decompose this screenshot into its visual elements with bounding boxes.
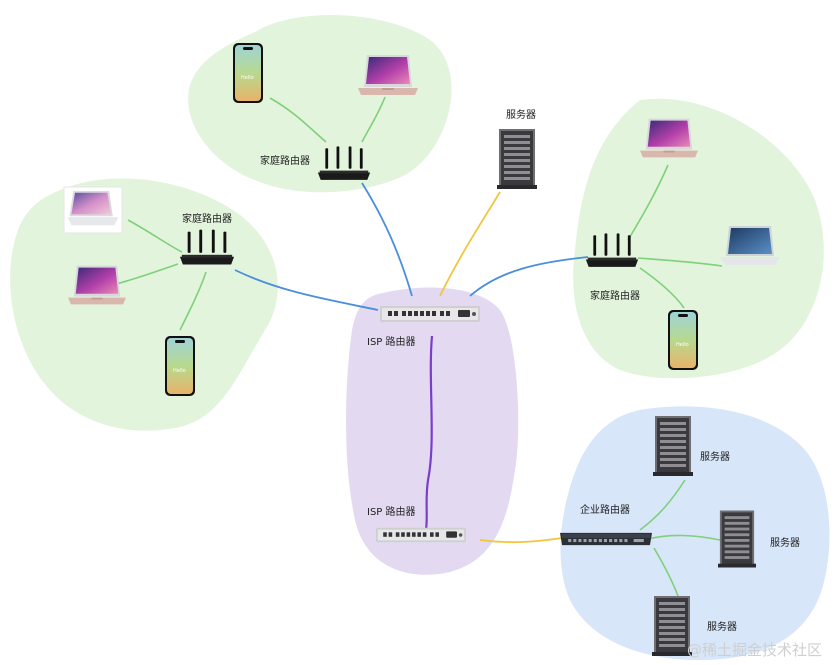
link-left-home-to-isp [234,269,379,311]
laptop-icon [640,118,698,158]
server-icon [497,129,537,189]
laptop-icon [720,226,780,265]
enterprise-zone [560,406,830,660]
link-isp-to-isp [424,335,434,531]
phone-icon [165,336,195,396]
server-icon [653,416,693,476]
server-icon [718,510,756,568]
home-router-label-top: 家庭路由器 [260,156,310,167]
server-label-enterprise-top: 服务器 [700,452,730,463]
laptop-icon [68,265,126,305]
home-router-label-right: 家庭路由器 [590,291,640,302]
link-top-home-to-isp [361,182,413,297]
watermark-text: @稀土掘金技术社区 [686,641,822,659]
server-label-enterprise-right: 服务器 [770,538,800,549]
server-label-enterprise-bottom: 服务器 [707,622,737,633]
enterprise-router-icon [560,532,652,546]
home-network-zone-right [573,98,824,379]
server-label-top: 服务器 [506,110,536,121]
isp-router-label-bottom: ISP 路由器 [367,507,416,518]
isp-router-icon [380,306,480,322]
phone-icon [668,310,698,370]
link-right-home-to-isp [469,256,589,297]
isp-router-label-top: ISP 路由器 [367,337,416,348]
enterprise-router-label: 企业路由器 [580,505,630,516]
link-isp-to-enterprise [479,537,563,544]
device-links [111,96,723,597]
laptop-icon [358,55,418,95]
link-server-to-isp [439,191,501,297]
phone-icon [233,43,263,103]
isp-router-icon [376,527,466,543]
home-network-zone-top [188,14,452,193]
home-network-zone-left [10,178,278,431]
home-router-label-left: 家庭路由器 [182,214,232,225]
